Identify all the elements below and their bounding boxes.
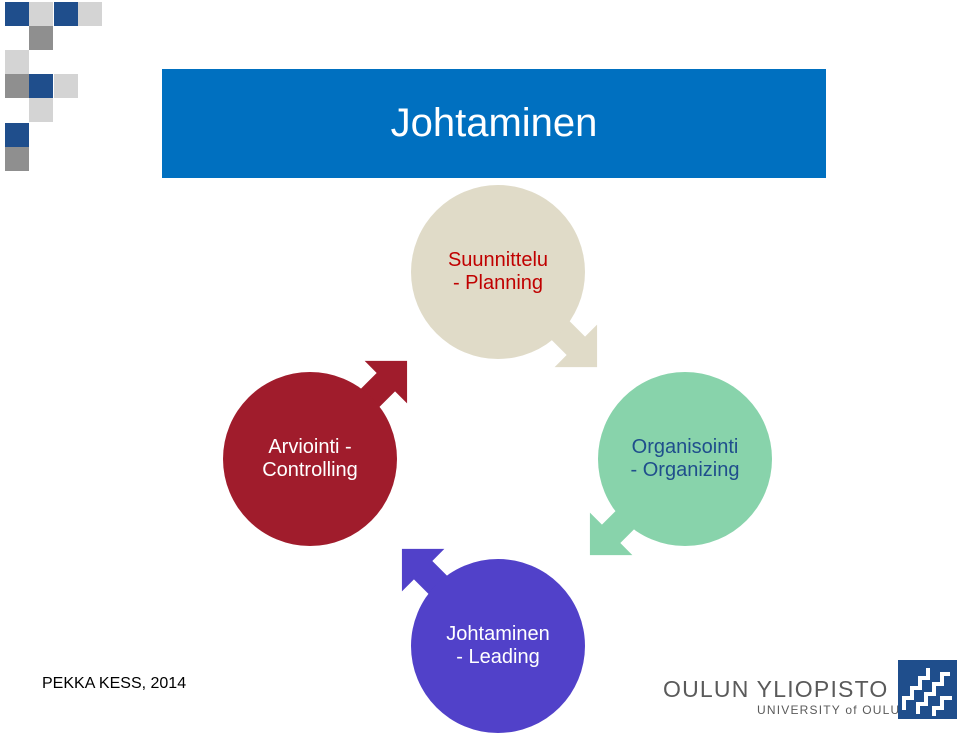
title-bar: Johtaminen xyxy=(162,69,826,178)
university-emblem-icon xyxy=(898,660,957,719)
deco-square xyxy=(29,26,53,50)
deco-square xyxy=(5,123,29,147)
node-leading-label: Johtaminen - Leading xyxy=(446,623,550,668)
deco-square xyxy=(29,74,53,98)
node-planning-label: Suunnittelu - Planning xyxy=(447,249,549,294)
deco-square xyxy=(29,98,53,122)
logo-name: OULUN YLIOPISTO xyxy=(663,676,889,702)
deco-square xyxy=(29,2,53,26)
deco-square xyxy=(78,2,102,26)
slide-title: Johtaminen xyxy=(390,101,598,145)
university-logo-text: OULUN YLIOPISTO UNIVERSITY of OULU xyxy=(663,676,900,718)
deco-square xyxy=(5,74,29,98)
footer-author: PEKKA KESS, 2014 xyxy=(42,675,187,692)
deco-square xyxy=(5,147,29,171)
node-organizing-label: Organisointi - Organizing xyxy=(630,436,740,481)
node-planning: Suunnittelu - Planning xyxy=(411,185,585,359)
node-organizing: Organisointi - Organizing xyxy=(598,372,772,546)
deco-square xyxy=(5,2,29,26)
deco-square xyxy=(54,2,78,26)
node-controlling: Arviointi - Controlling xyxy=(223,372,397,546)
node-leading: Johtaminen - Leading xyxy=(411,559,585,733)
node-controlling-label: Arviointi - Controlling xyxy=(262,436,358,481)
logo-subtitle: UNIVERSITY of OULU xyxy=(757,703,901,717)
deco-square xyxy=(5,50,29,74)
deco-square xyxy=(54,74,78,98)
